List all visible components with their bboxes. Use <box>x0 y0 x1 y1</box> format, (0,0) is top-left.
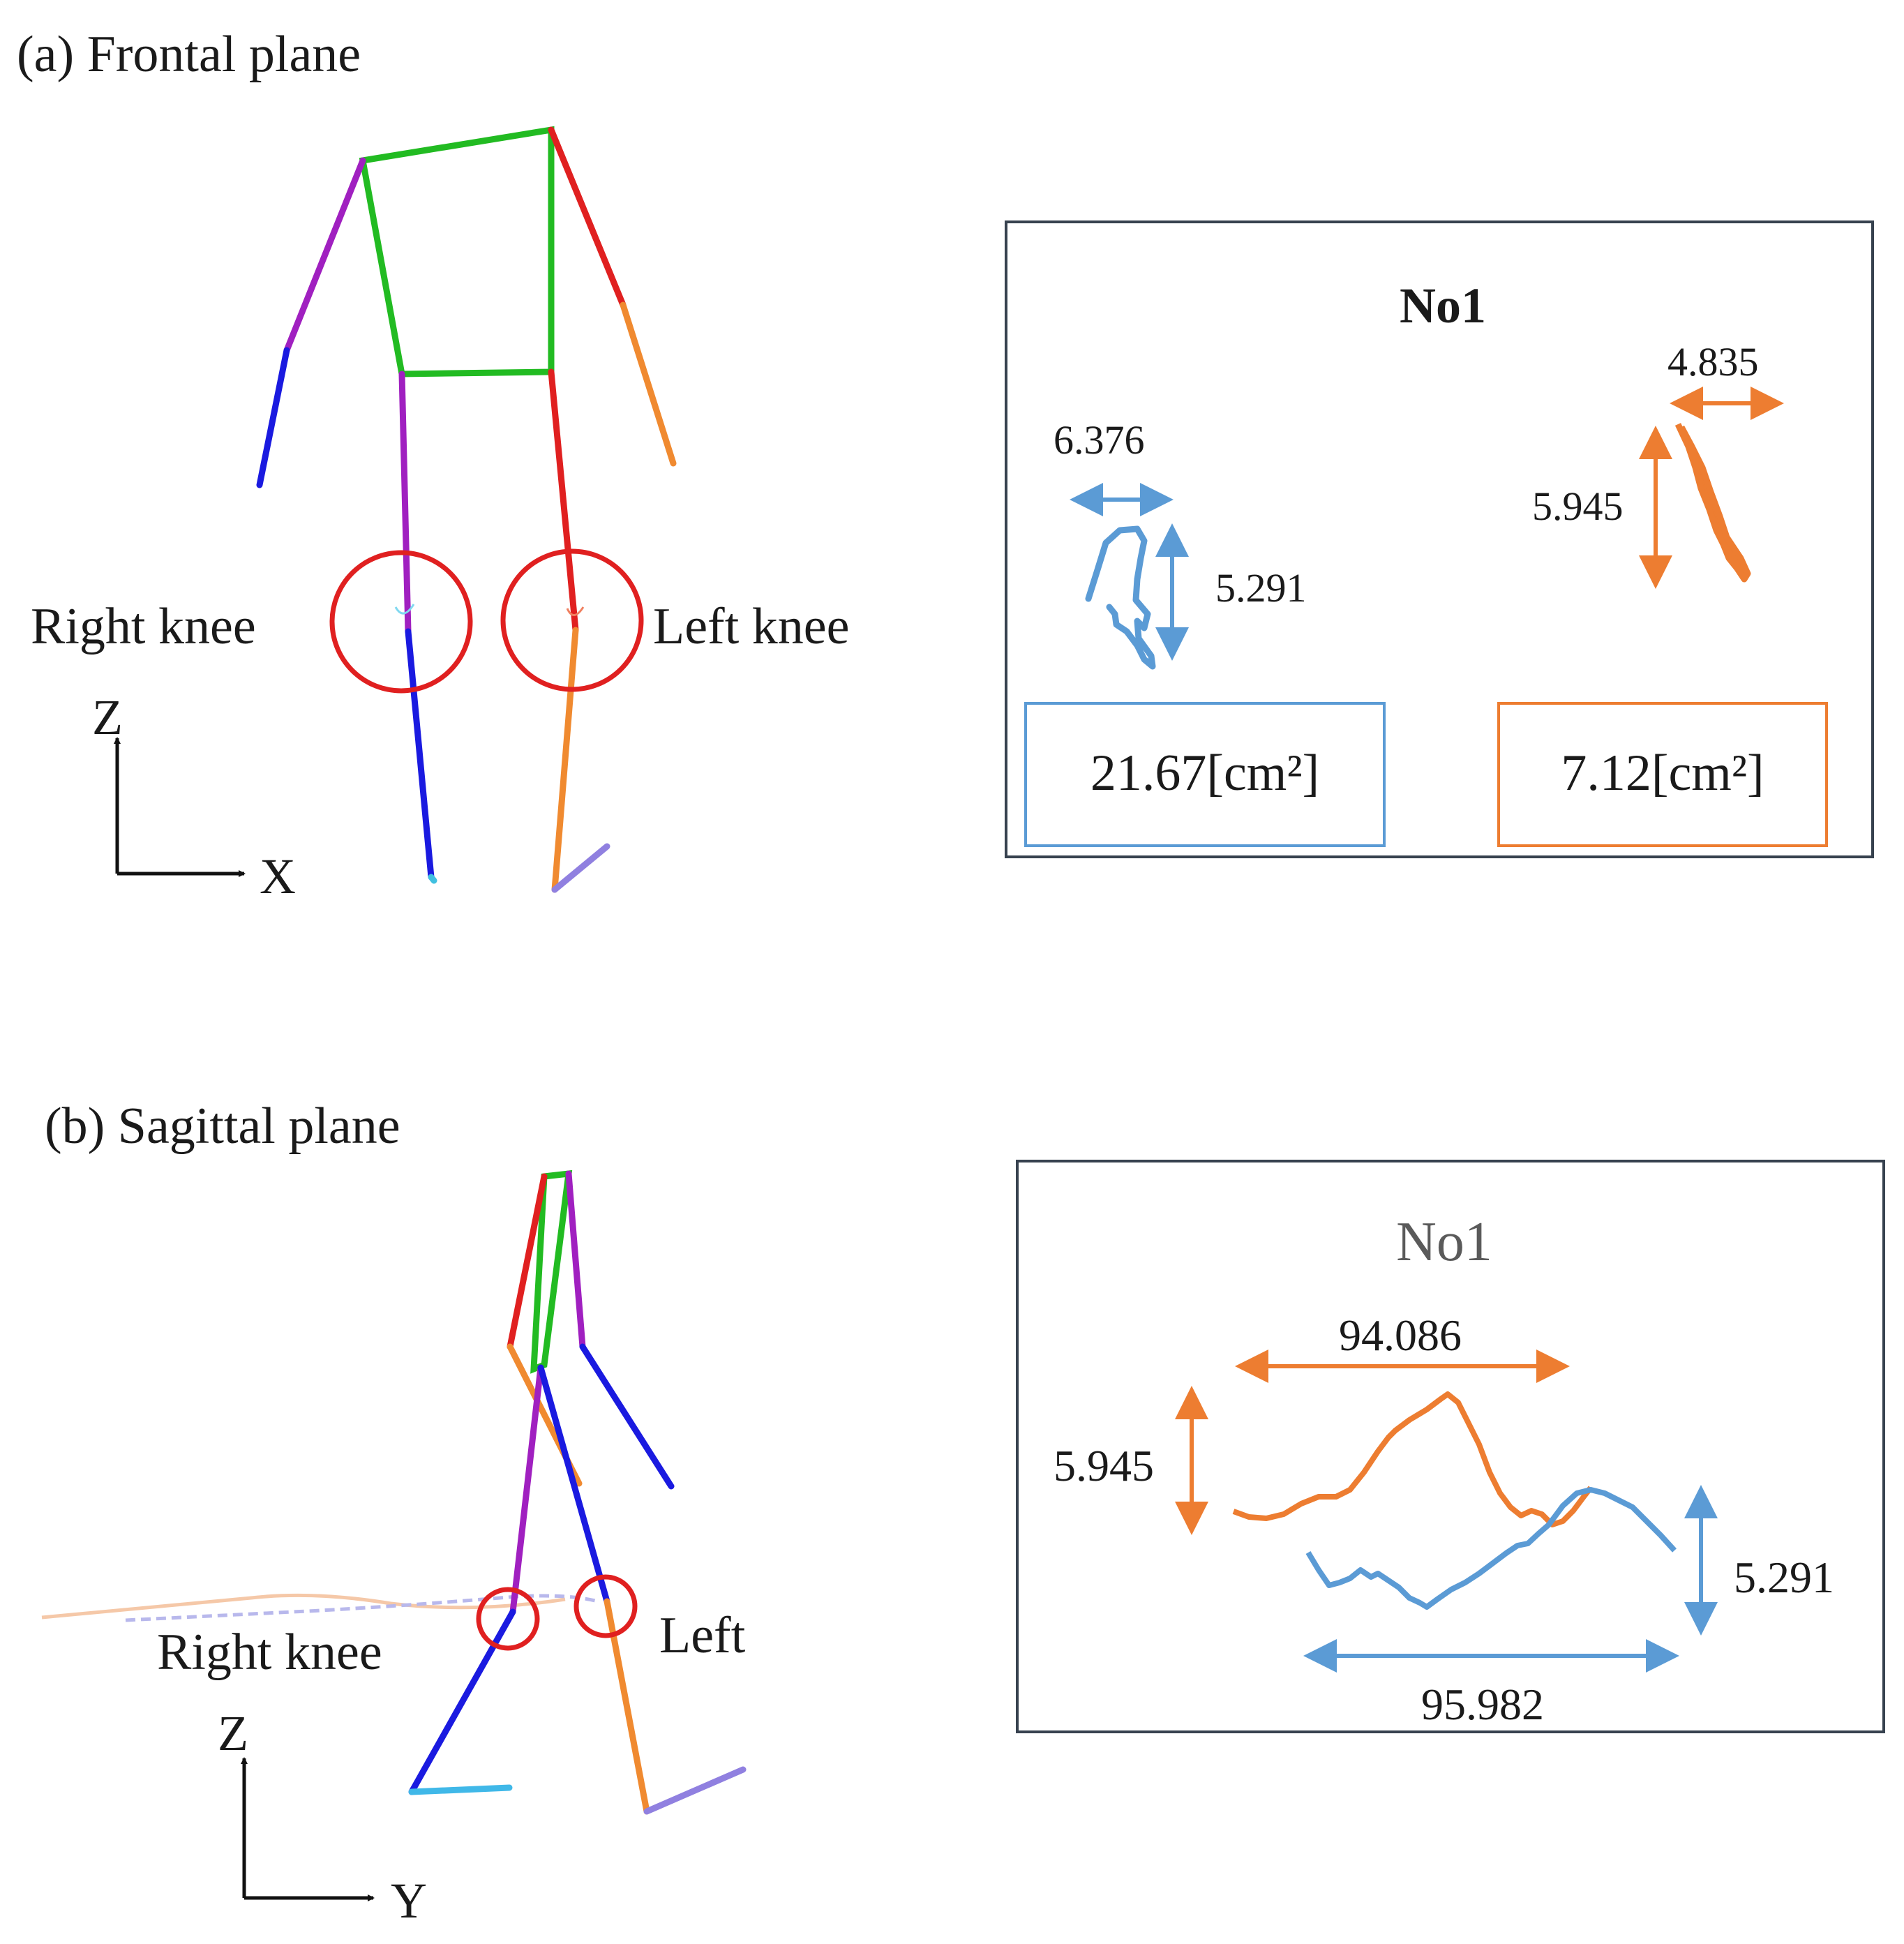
right-width-value: 6.376 <box>1054 417 1145 463</box>
right-area-value: 21.67[cm²] <box>1090 745 1319 802</box>
right-knee-marker <box>329 550 473 694</box>
ground-trace-orange <box>41 1593 566 1620</box>
right-forearm <box>579 1343 675 1490</box>
right-shank <box>408 1608 516 1795</box>
left-forearm <box>620 301 677 467</box>
left-height-value-b: 5.945 <box>1054 1441 1154 1490</box>
ground-trace-blue <box>125 1594 601 1622</box>
inset-title-b: No1 <box>1396 1211 1492 1273</box>
right-thigh <box>398 371 412 635</box>
panel-b: (b) Sagittal plane Right knee Left Z <box>41 1098 1885 1929</box>
left-knee-marker-b <box>574 1574 638 1638</box>
left-foot <box>643 1766 747 1815</box>
left-knee-label: Left knee <box>653 598 849 655</box>
inset-sagittal: No1 94.086 5.945 5.291 95.982 <box>1016 1160 1885 1733</box>
left-thigh <box>537 1364 610 1605</box>
panel-a: (a) Frontal plane Right knee Left knee Z <box>17 26 1874 904</box>
axes-sagittal: Z Y <box>218 1705 427 1929</box>
right-forearm <box>256 347 290 488</box>
right-knee-trajectory-b <box>1305 1487 1677 1610</box>
right-knee-trace-mini <box>394 604 415 615</box>
right-height-value-b: 5.291 <box>1734 1553 1834 1602</box>
right-area-box <box>1024 702 1386 847</box>
left-thigh <box>548 368 579 634</box>
torso-segment <box>359 126 555 377</box>
left-width-value: 4.835 <box>1667 339 1759 384</box>
right-knee-label: Right knee <box>31 598 256 655</box>
right-width-value-b: 95.982 <box>1421 1680 1544 1729</box>
left-knee-marker <box>500 548 644 692</box>
left-area-box <box>1497 702 1828 847</box>
inset-title: No1 <box>1400 278 1486 334</box>
axis-x-label: X <box>260 848 296 904</box>
skeleton-sagittal <box>408 1169 747 1815</box>
left-shank <box>551 627 579 893</box>
left-knee-trajectory <box>1674 423 1751 583</box>
inset-frame-b <box>1016 1160 1885 1733</box>
left-knee-trajectory-b <box>1232 1391 1594 1527</box>
right-thigh <box>509 1364 544 1615</box>
right-knee-marker-b <box>476 1587 540 1651</box>
left-foot <box>551 843 610 893</box>
left-knee-trace-mini <box>566 606 585 616</box>
right-upper-arm <box>283 157 366 354</box>
panel-b-title: (b) Sagittal plane <box>45 1098 400 1155</box>
left-upper-arm <box>507 1173 548 1350</box>
right-foot <box>428 874 437 884</box>
axis-z-label-b: Z <box>218 1705 248 1761</box>
torso-segment <box>530 1169 573 1374</box>
axis-z-label: Z <box>92 689 123 745</box>
right-upper-arm <box>565 1170 586 1350</box>
left-width-value-b: 94.086 <box>1339 1310 1462 1360</box>
right-knee-trajectory <box>1085 525 1156 670</box>
skeleton-frontal <box>256 126 677 893</box>
right-foot <box>408 1784 513 1795</box>
right-shank <box>405 628 435 881</box>
left-height-value: 5.945 <box>1532 484 1624 529</box>
left-area-value: 7.12[cm²] <box>1561 745 1764 802</box>
inset-frontal: No1 6.376 5.291 4.835 5.945 21.67[cm²] 7… <box>1005 220 1874 858</box>
right-height-value: 5.291 <box>1215 565 1307 611</box>
left-knee-label-b: Left <box>659 1607 746 1664</box>
axes-frontal: Z X <box>92 689 296 904</box>
panel-a-title: (a) Frontal plane <box>17 26 361 83</box>
axis-y-label-b: Y <box>391 1873 427 1929</box>
right-knee-label-b: Right knee <box>157 1624 382 1681</box>
left-upper-arm <box>548 126 627 308</box>
